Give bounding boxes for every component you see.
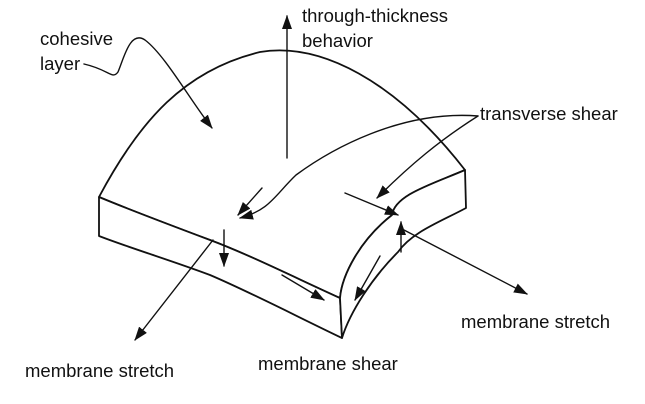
top-surface — [98, 49, 466, 299]
membrane-shear-arrow-right — [354, 255, 381, 301]
cohesive-layer-leader — [83, 37, 213, 129]
top-shear-arrow-right — [344, 192, 399, 216]
right-face — [339, 169, 467, 339]
label-layer: layer — [40, 53, 80, 74]
label-behavior: behavior — [302, 30, 373, 51]
transverse-shear-leader-top — [239, 114, 479, 220]
membrane-stretch-arrow-right — [403, 229, 528, 295]
label-membrane-stretch-right: membrane stretch — [461, 311, 610, 332]
shell-body — [98, 49, 467, 339]
transverse-shear-leader-right — [376, 115, 479, 199]
label-membrane-stretch-left: membrane stretch — [25, 360, 174, 381]
label-membrane-shear: membrane shear — [258, 353, 398, 374]
membrane-stretch-arrow-left — [134, 239, 214, 341]
label-through-thickness: through-thickness — [302, 5, 448, 26]
label-transverse-shear: transverse shear — [480, 103, 618, 124]
top-shear-arrow-left — [237, 187, 263, 216]
label-cohesive: cohesive — [40, 28, 113, 49]
membrane-shear-arrow-front — [281, 274, 325, 301]
